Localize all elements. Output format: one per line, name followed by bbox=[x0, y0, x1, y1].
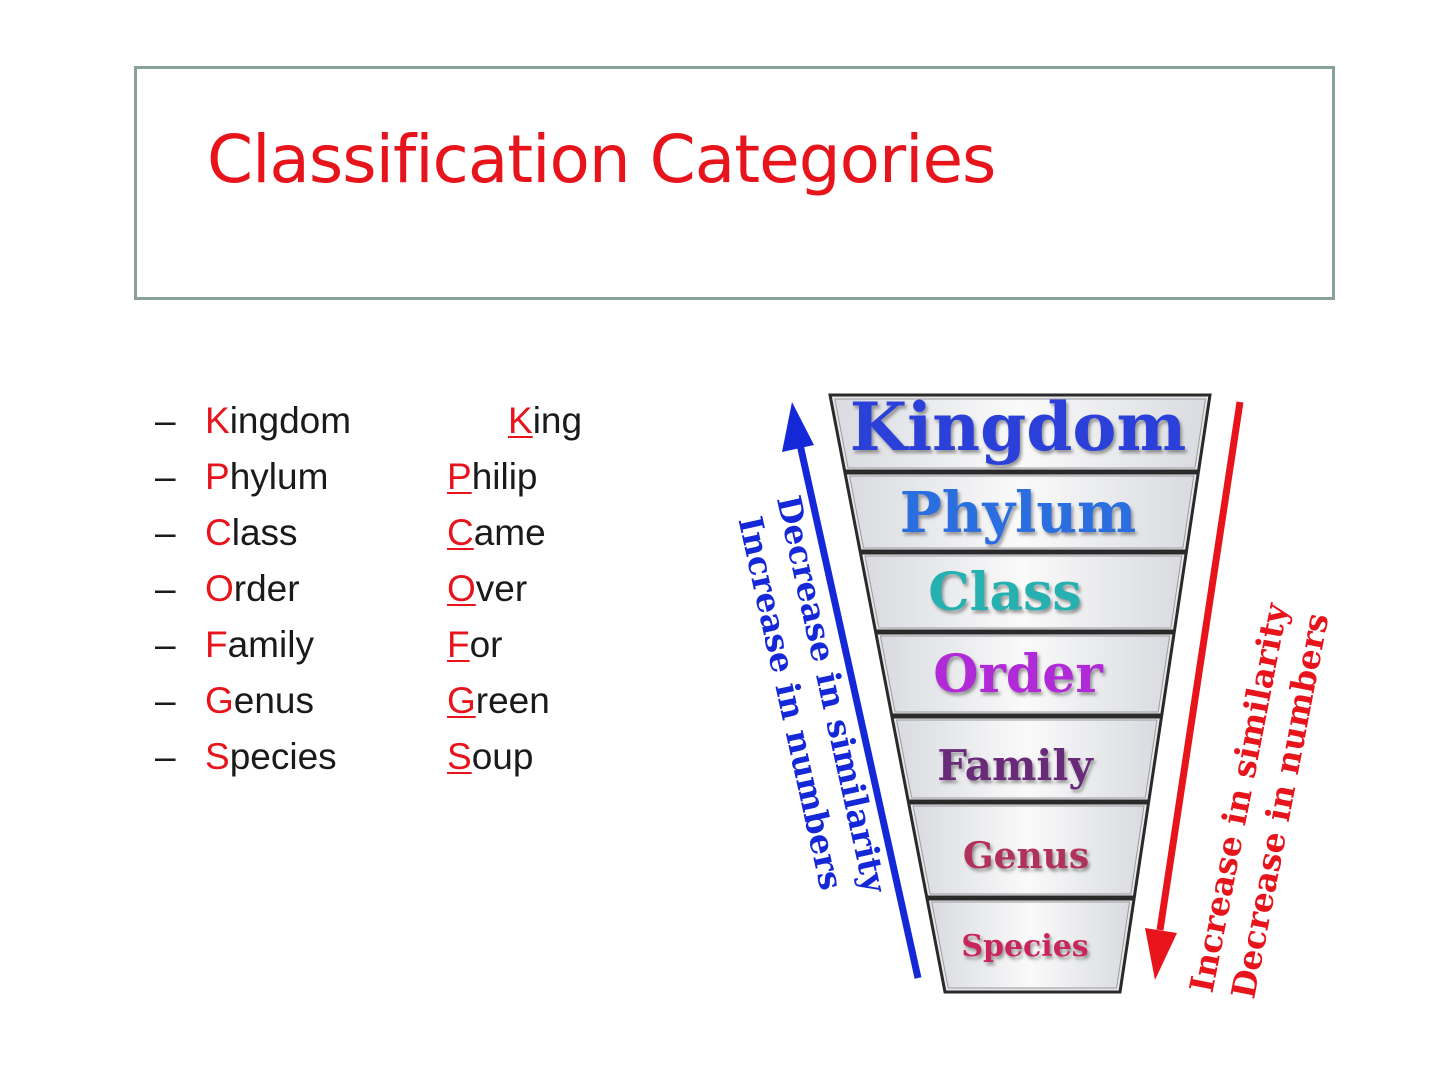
bullet-dash: – bbox=[155, 400, 176, 441]
right-arrow-labels: Increase in similarity Decrease in numbe… bbox=[1182, 599, 1337, 1001]
term-genus: Genus bbox=[205, 680, 315, 721]
term-species: Species bbox=[205, 736, 337, 777]
term-family: Family bbox=[205, 624, 314, 665]
bullet-dash: – bbox=[155, 736, 176, 777]
term-class: Class bbox=[205, 512, 298, 553]
level-genus: Genus bbox=[963, 835, 1089, 877]
bullet-dash: – bbox=[155, 624, 176, 665]
level-kingdom: Kingdom bbox=[850, 388, 1187, 466]
term-order: Order bbox=[205, 568, 300, 609]
mnemonic-green: Green bbox=[447, 680, 550, 721]
term-phylum: Phylum bbox=[205, 456, 329, 497]
arrow-up-icon bbox=[782, 402, 814, 452]
funnel-levels: Kingdom Phylum Class Order Family Genus … bbox=[850, 388, 1187, 964]
left-arrow-shaft bbox=[795, 439, 922, 979]
right-arrow-shaft bbox=[1156, 401, 1244, 931]
mnemonic-philip: Philip bbox=[447, 456, 538, 497]
funnel-band bbox=[912, 805, 1145, 895]
title-box: Classification Categories bbox=[134, 66, 1335, 300]
bullet-dash: – bbox=[155, 512, 176, 553]
bullet-dash: – bbox=[155, 680, 176, 721]
left-arrow bbox=[782, 402, 922, 979]
mnemonic-for: For bbox=[447, 624, 503, 665]
level-class: Class bbox=[928, 562, 1081, 623]
level-species: Species bbox=[961, 929, 1088, 964]
arrow-down-icon bbox=[1145, 928, 1177, 980]
mnemonic-came: Came bbox=[447, 512, 546, 553]
level-order: Order bbox=[933, 644, 1103, 705]
mnemonic-over: Over bbox=[447, 568, 528, 609]
slide-title: Classification Categories bbox=[207, 121, 996, 198]
level-family: Family bbox=[937, 741, 1094, 790]
funnel-band bbox=[834, 398, 1206, 469]
mnemonic-soup: Soup bbox=[447, 736, 534, 777]
funnel-band bbox=[864, 555, 1183, 629]
level-phylum: Phylum bbox=[900, 480, 1137, 546]
mnemonic-king: King bbox=[508, 400, 583, 441]
funnel-bands bbox=[834, 398, 1206, 989]
right-arrow bbox=[1145, 401, 1244, 980]
funnel-band bbox=[895, 719, 1158, 799]
bullet-dash: – bbox=[155, 568, 176, 609]
funnel-band bbox=[931, 901, 1131, 989]
funnel-band bbox=[848, 475, 1195, 549]
term-kingdom: Kingdom bbox=[205, 400, 352, 441]
bullet-dash: – bbox=[155, 456, 176, 497]
taxonomy-funnel-diagram: Kingdom Phylum Class Order Family Genus … bbox=[731, 388, 1337, 1002]
funnel-band bbox=[879, 635, 1171, 713]
